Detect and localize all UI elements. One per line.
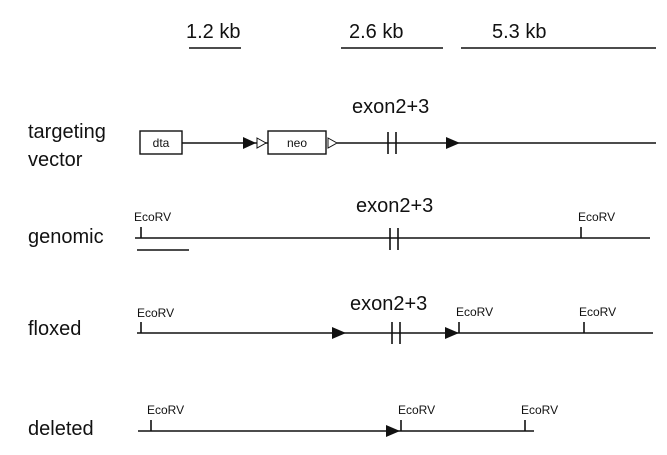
deleted-ecorv-left: EcoRV	[147, 403, 184, 417]
floxed-exon-label: exon2+3	[350, 293, 427, 315]
neo-label: neo	[287, 136, 307, 150]
dta-label: dta	[153, 136, 170, 150]
scale-label-3: 5.3 kb	[492, 21, 546, 43]
genomic-label: genomic	[28, 226, 104, 248]
frt-arrow-2	[327, 137, 339, 149]
targeting-label-line1: targeting	[28, 121, 106, 143]
loxp-arrow-2	[446, 137, 460, 149]
deleted-label: deleted	[28, 418, 94, 440]
row-targeting-vector: targeting vector exon2+3 dta neo	[28, 96, 656, 171]
frt-arrow-1	[256, 137, 268, 149]
genomic-ecorv-right: EcoRV	[578, 210, 615, 224]
genomic-ecorv-left: EcoRV	[134, 210, 171, 224]
neo-box	[267, 130, 327, 155]
genomic-exon-label: exon2+3	[356, 195, 433, 217]
targeting-label-line2: vector	[28, 149, 83, 171]
floxed-ecorv-left: EcoRV	[137, 306, 174, 320]
scale-label-2: 2.6 kb	[349, 21, 403, 43]
loxp-arrow-1	[243, 137, 256, 149]
floxed-ecorv-mid: EcoRV	[456, 305, 493, 319]
row-genomic: genomic exon2+3 EcoRV EcoRV	[28, 195, 650, 251]
scale-label-1: 1.2 kb	[186, 21, 240, 43]
floxed-label: floxed	[28, 318, 81, 340]
row-deleted: deleted EcoRV EcoRV EcoRV	[28, 403, 558, 440]
floxed-ecorv-right: EcoRV	[579, 305, 616, 319]
floxed-loxp-1	[332, 327, 346, 339]
deleted-ecorv-mid: EcoRV	[398, 403, 435, 417]
deleted-ecorv-right: EcoRV	[521, 403, 558, 417]
deleted-loxp	[386, 425, 400, 437]
targeting-exon-label: exon2+3	[352, 96, 429, 118]
floxed-loxp-2	[445, 327, 459, 339]
row-floxed: floxed exon2+3 EcoRV EcoRV EcoRV	[28, 293, 653, 344]
scale-bars: 1.2 kb 2.6 kb 5.3 kb	[186, 21, 656, 49]
